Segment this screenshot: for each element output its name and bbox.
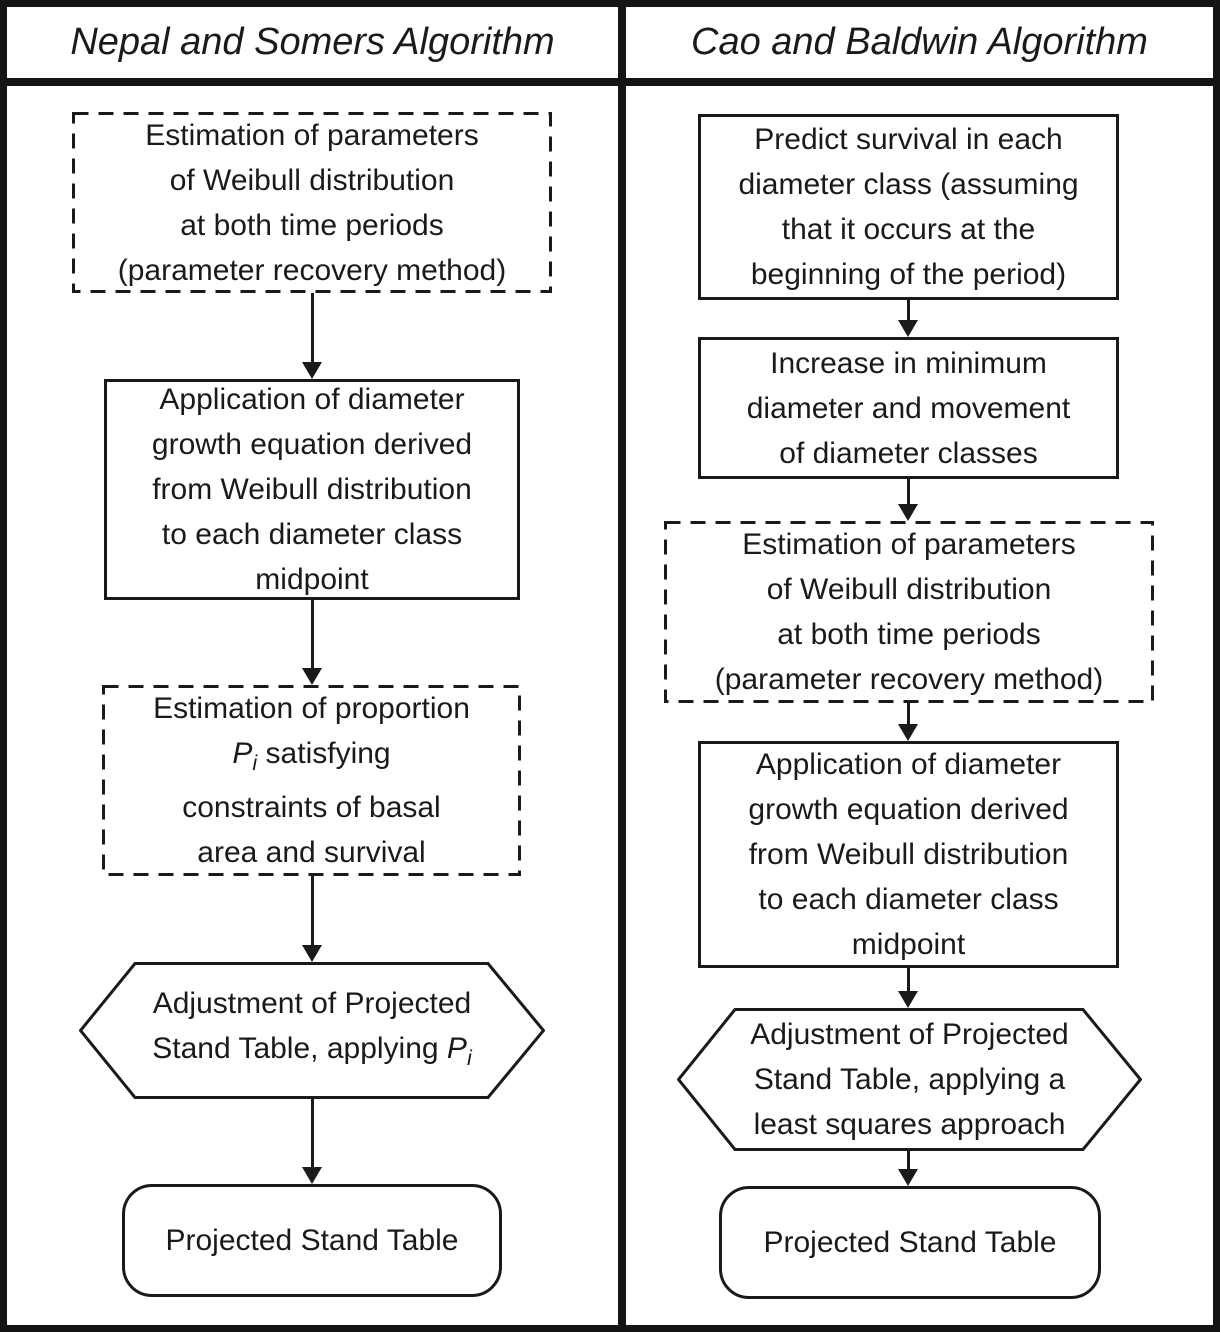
hexagon-outline xyxy=(79,962,545,1099)
dashed-box-outline xyxy=(72,112,552,293)
header-separator-line xyxy=(0,78,1220,86)
text-line: from Weibull distribution xyxy=(152,473,472,506)
arrow-shaft xyxy=(310,600,314,673)
node-right-application-growth: Application of diameter growth equation … xyxy=(698,741,1119,968)
dashed-box-outline xyxy=(102,685,521,876)
text-line: Estimation of parameters xyxy=(145,118,479,152)
text-fragment: Stand Table, applying xyxy=(152,1032,447,1065)
node-left-estimation-proportion: Estimation of proportion Pi satisfying c… xyxy=(102,685,521,876)
text-line: of Weibull distribution xyxy=(766,573,1052,606)
variable-p: P xyxy=(446,1032,467,1065)
flow-arrow-down xyxy=(897,703,919,741)
text-line: Predict survival in each xyxy=(754,123,1063,156)
text-line: Projected Stand Table xyxy=(165,1224,459,1257)
text-line: that it occurs at the xyxy=(781,213,1036,246)
arrow-shaft xyxy=(906,1151,910,1174)
arrow-shaft xyxy=(906,300,910,325)
arrow-head xyxy=(302,1167,322,1184)
text-line: to each diameter class xyxy=(758,883,1059,916)
text-line: from Weibull distribution xyxy=(748,838,1069,871)
text-line: of diameter classes xyxy=(779,436,1038,470)
node-right-adjustment-hexagon: Adjustment of Projected Stand Table, app… xyxy=(677,1008,1142,1151)
text-line: constraints of basal xyxy=(182,791,441,824)
text-line: Stand Table, applying a xyxy=(753,1063,1066,1096)
text-line: Pi satisfying xyxy=(232,731,390,785)
text-line: at both time periods xyxy=(180,208,444,242)
text-line: area and survival xyxy=(197,836,426,869)
text-line: diameter and movement xyxy=(746,391,1071,425)
text-line: Stand Table, applying Pi xyxy=(152,1026,472,1080)
arrow-head xyxy=(898,724,918,741)
text-line: diameter class (assuming xyxy=(738,168,1079,201)
arrow-shaft xyxy=(310,876,314,950)
node-text: Estimation of parameters of Weibull dist… xyxy=(72,112,552,293)
text-line: Estimation of parameters xyxy=(742,528,1076,561)
node-text: Adjustment of Projected Stand Table, app… xyxy=(79,962,545,1099)
variable-subscript-i: i xyxy=(466,1045,472,1070)
text-line: growth equation derived xyxy=(748,793,1069,826)
text-line: Projected Stand Table xyxy=(763,1226,1057,1259)
flow-arrow-down xyxy=(897,968,919,1008)
text-line: (parameter recovery method) xyxy=(714,663,1104,696)
text-line: of Weibull distribution xyxy=(169,163,455,197)
flow-arrow-down xyxy=(897,1151,919,1186)
arrow-head xyxy=(302,945,322,962)
text-line: Application of diameter xyxy=(159,383,465,416)
node-left-estimation-parameters: Estimation of parameters of Weibull dist… xyxy=(72,112,552,293)
node-right-predict-survival: Predict survival in each diameter class … xyxy=(698,114,1119,300)
node-right-estimation-parameters: Estimation of parameters of Weibull dist… xyxy=(664,521,1154,703)
arrow-head xyxy=(302,362,322,379)
text-line: midpoint xyxy=(255,563,369,596)
variable-subscript-i: i xyxy=(252,750,258,775)
right-column-title: Cao and Baldwin Algorithm xyxy=(691,21,1148,63)
text-line: least squares approach xyxy=(753,1108,1066,1141)
arrow-head xyxy=(898,320,918,337)
node-left-adjustment-hexagon: Adjustment of Projected Stand Table, app… xyxy=(79,962,545,1099)
arrow-shaft xyxy=(906,703,910,729)
arrow-head xyxy=(898,504,918,521)
flow-arrow-down xyxy=(301,600,323,685)
text-line: midpoint xyxy=(851,928,966,961)
arrow-shaft xyxy=(310,293,314,367)
text-line: Adjustment of Projected xyxy=(750,1018,1069,1051)
arrow-shaft xyxy=(906,479,910,509)
node-text: Estimation of parameters of Weibull dist… xyxy=(664,521,1154,703)
text-fragment: satisfying xyxy=(257,737,391,770)
node-text: Adjustment of Projected Stand Table, app… xyxy=(677,1008,1142,1151)
flow-arrow-down xyxy=(301,876,323,962)
flow-arrow-down xyxy=(897,300,919,337)
node-right-increase-minimum: Increase in minimum diameter and movemen… xyxy=(698,337,1119,479)
flow-arrow-down xyxy=(301,293,323,379)
arrow-head xyxy=(302,668,322,685)
text-line: growth equation derived xyxy=(151,428,473,461)
text-line: Estimation of proportion xyxy=(153,692,470,725)
left-column-title: Nepal and Somers Algorithm xyxy=(70,21,555,63)
variable-p: P xyxy=(232,737,253,770)
text-line: Adjustment of Projected xyxy=(152,987,472,1020)
text-line: beginning of the period) xyxy=(750,258,1067,291)
flow-arrow-down xyxy=(301,1099,323,1184)
arrow-head xyxy=(898,1169,918,1186)
text-line: Increase in minimum xyxy=(770,346,1047,380)
flow-arrow-down xyxy=(897,479,919,521)
text-line: at both time periods xyxy=(777,618,1041,651)
hexagon-outline xyxy=(677,1008,1142,1151)
node-left-projected-stand-table: Projected Stand Table xyxy=(122,1184,502,1297)
node-left-application-growth: Application of diameter growth equation … xyxy=(104,379,520,600)
arrow-head xyxy=(898,991,918,1008)
node-right-projected-stand-table: Projected Stand Table xyxy=(719,1186,1101,1299)
text-line: (parameter recovery method) xyxy=(117,253,507,287)
text-line: Application of diameter xyxy=(755,748,1062,781)
arrow-shaft xyxy=(310,1099,314,1172)
node-text: Estimation of proportion Pi satisfying c… xyxy=(102,685,521,876)
column-divider-line xyxy=(618,0,626,1332)
dashed-box-outline xyxy=(664,521,1154,703)
arrow-shaft xyxy=(906,968,910,996)
text-line: to each diameter class xyxy=(161,518,463,551)
